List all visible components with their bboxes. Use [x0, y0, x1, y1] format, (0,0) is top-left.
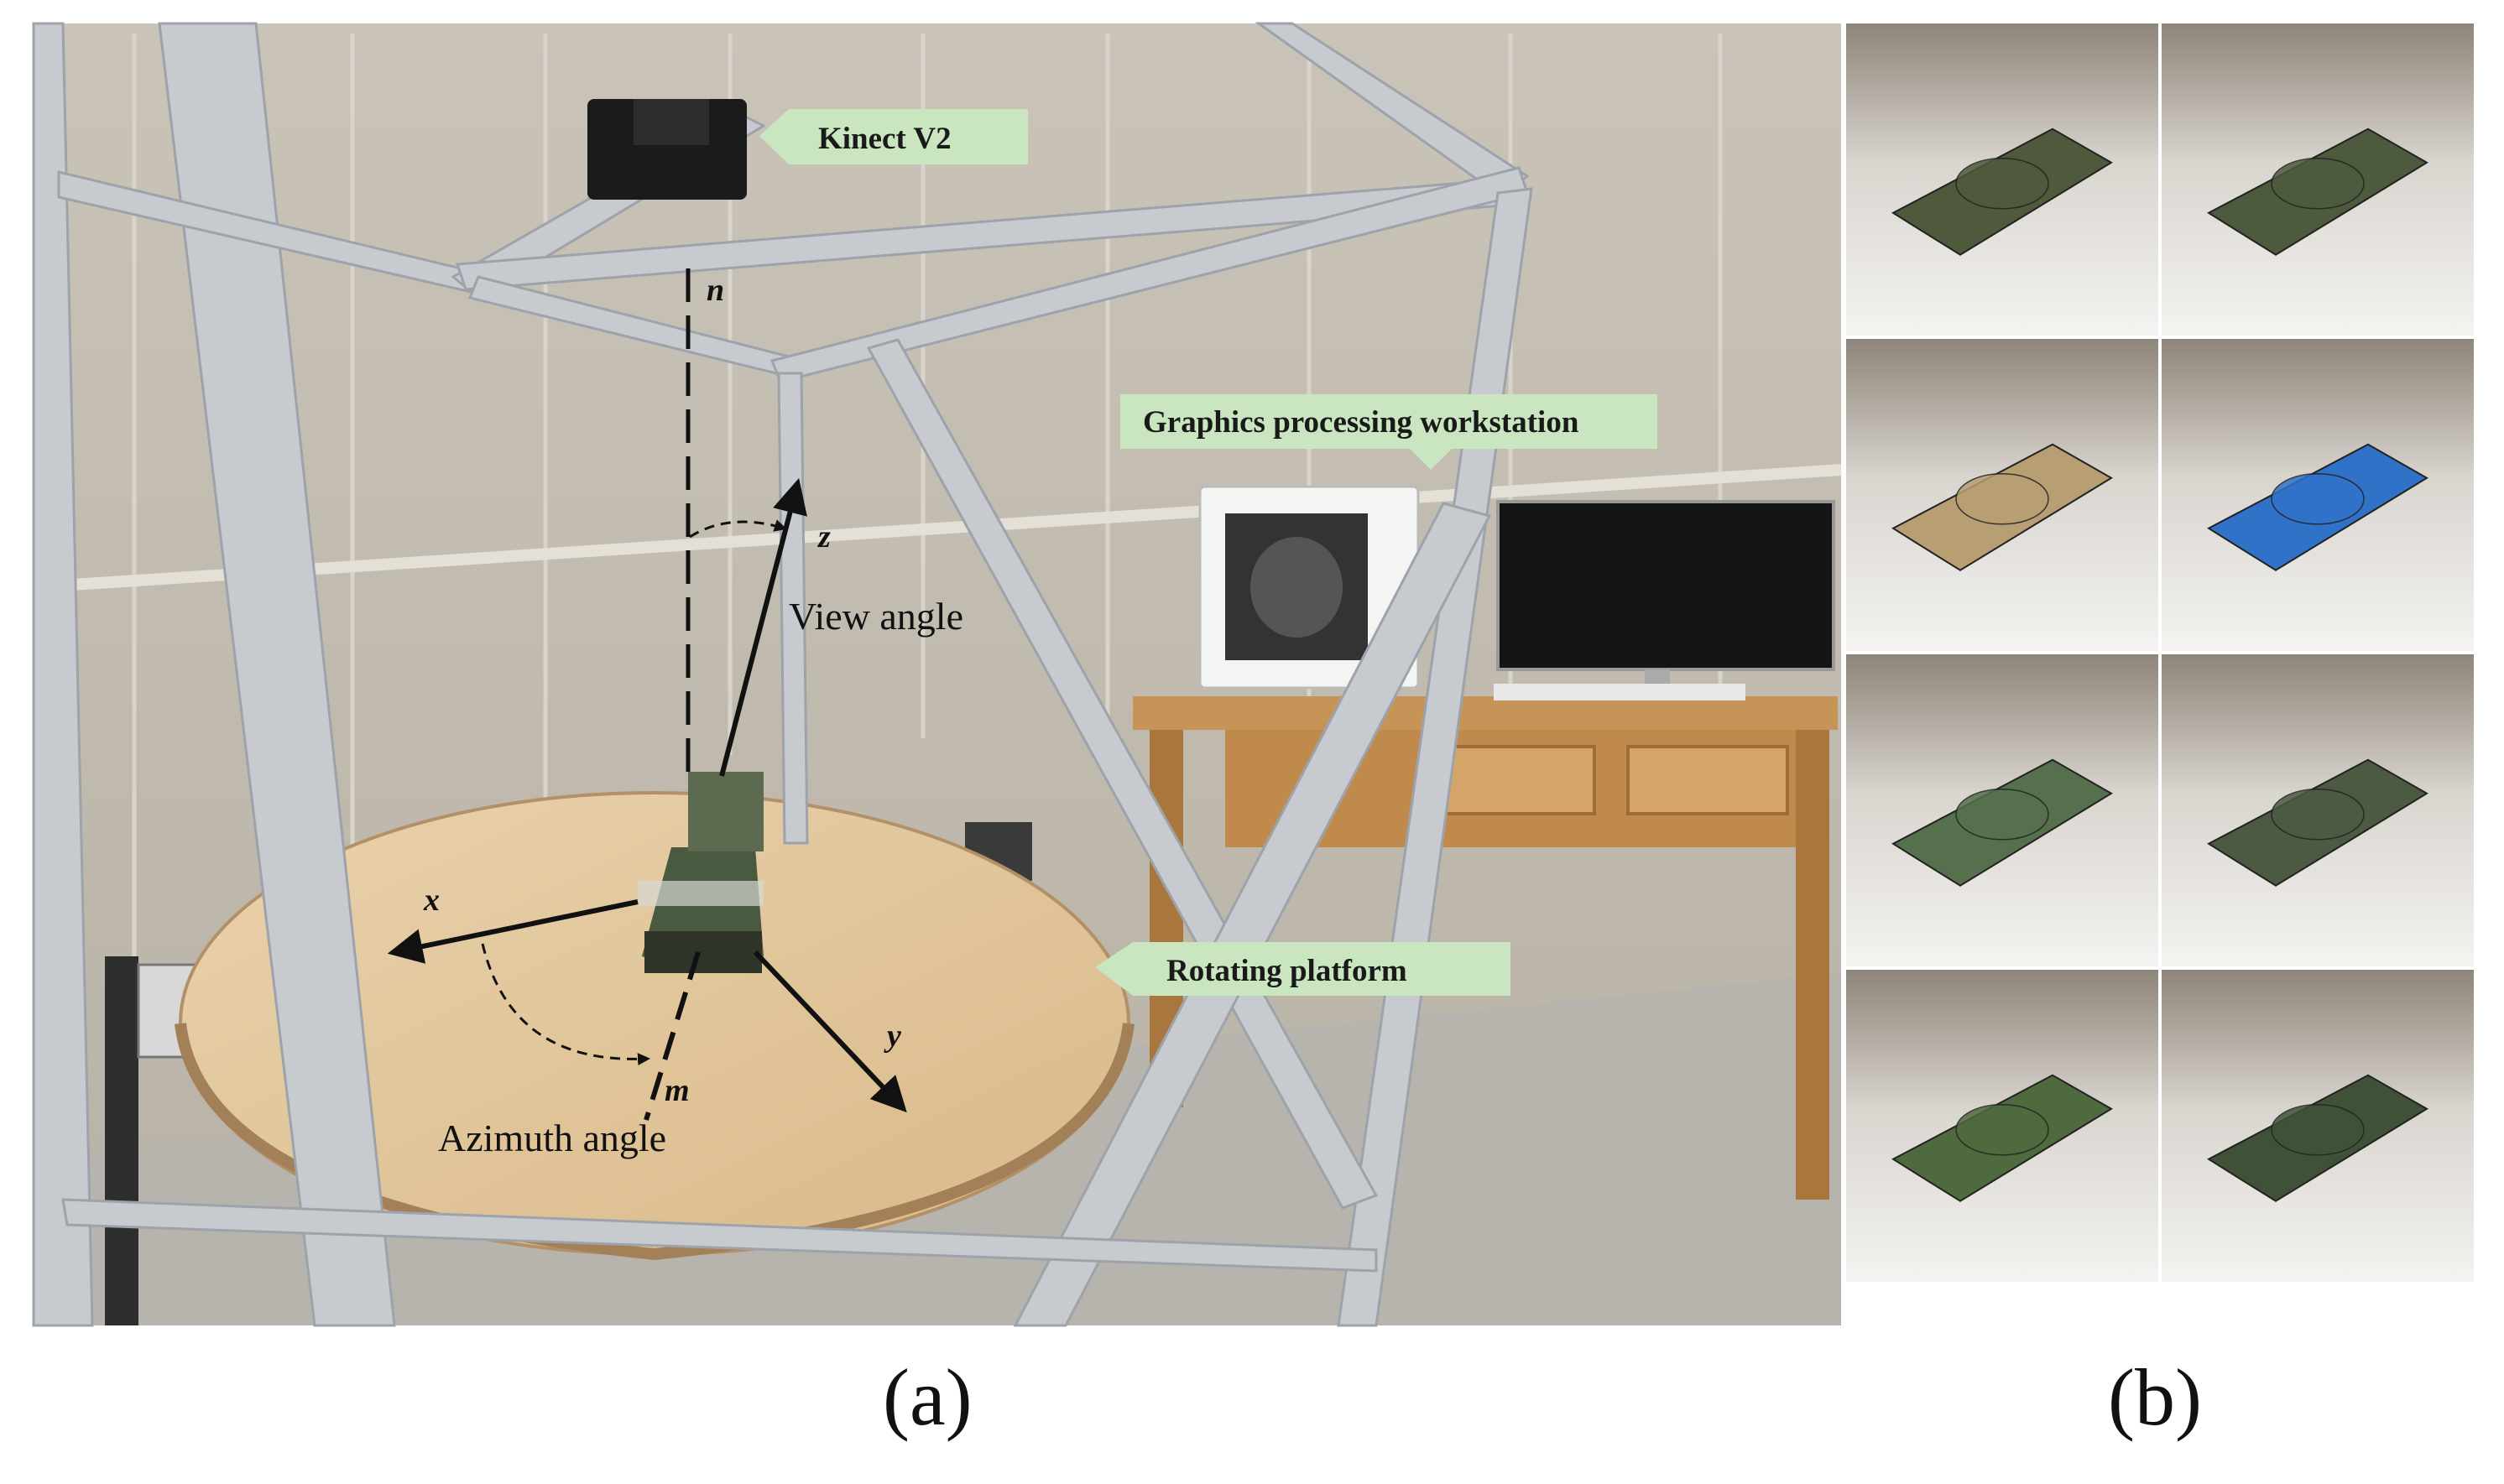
vehicle-top	[2271, 1104, 2365, 1156]
m-axis-label: m	[665, 1073, 690, 1108]
x-axis-arrow	[387, 899, 639, 964]
azimuth-angle-arc	[481, 943, 650, 1066]
thumbnail-missile-launcher-camo	[1846, 23, 2158, 336]
rotating-platform	[175, 791, 1135, 1261]
vehicle-top	[2271, 473, 2365, 525]
n-axis-label: n	[707, 273, 724, 308]
vehicle-top	[2271, 158, 2365, 210]
y-axis-arrow	[753, 950, 907, 1113]
monitor	[1494, 500, 1835, 700]
annotations: Kinect V2 Graphics processing workstatio…	[387, 109, 1657, 1159]
panel-a-label: (a)	[883, 1352, 973, 1442]
vehicle-top	[1955, 1104, 2049, 1156]
view-angle-arc	[689, 519, 787, 539]
vehicle-top	[1955, 789, 2049, 841]
workstation	[1198, 485, 1420, 690]
view-angle-label: View angle	[789, 595, 963, 638]
thumbnail-humvee-green	[2162, 970, 2474, 1282]
m-axis-line	[644, 951, 701, 1121]
z-axis-label: z	[816, 519, 831, 555]
workstation-callout-label: Graphics processing workstation	[1143, 405, 1579, 440]
kinect-callout: Kinect V2	[759, 109, 1028, 164]
thumbnail-desert-tank	[1846, 339, 2158, 651]
thumbnail-missile-truck-white	[2162, 654, 2474, 966]
thumbnail-cargo-truck-green	[1846, 654, 2158, 966]
vehicle-top	[2271, 789, 2365, 841]
kinect-sensor	[587, 99, 747, 200]
thumbnail-launcher-truck-camo	[2162, 23, 2474, 336]
x-axis-label: x	[423, 883, 440, 918]
y-axis-label: y	[884, 1018, 901, 1054]
panel-b-label: (b)	[2108, 1352, 2202, 1442]
aluminum-frame	[32, 22, 1533, 1327]
workstation-callout: Graphics processing workstation	[1120, 394, 1657, 470]
thumbnail-blue-rocket-truck	[2162, 339, 2474, 651]
azimuth-angle-label: Azimuth angle	[438, 1117, 666, 1159]
platform-callout-label: Rotating platform	[1166, 954, 1407, 988]
vehicle-top	[1955, 473, 2049, 525]
vehicle-model	[638, 772, 764, 973]
vehicle-top	[1955, 158, 2049, 210]
platform-callout: Rotating platform	[1095, 942, 1510, 996]
panel-b-grid	[1846, 23, 2474, 1282]
z-axis-arrow	[719, 477, 807, 777]
kinect-callout-label: Kinect V2	[818, 122, 952, 156]
panel-a-photo	[32, 22, 1842, 1327]
thumbnail-green-tank	[1846, 970, 2158, 1282]
